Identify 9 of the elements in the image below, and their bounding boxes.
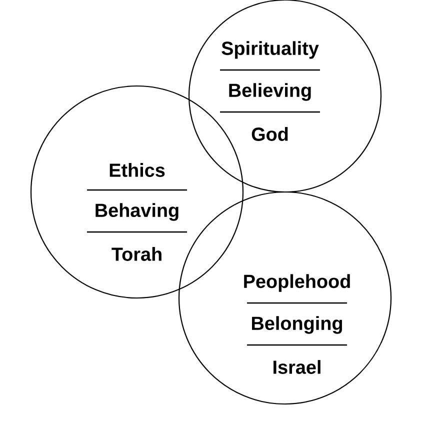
circle-label: Torah [112, 247, 162, 261]
circle-label: Ethics [110, 163, 165, 177]
circle-label: God [252, 127, 288, 141]
circle-label: Peoplehood [244, 274, 350, 292]
circle-label: Behaving [96, 203, 178, 221]
circle-label: Belonging [252, 316, 342, 334]
circle-label: Israel [274, 360, 320, 374]
circle-label: Believing [229, 83, 311, 101]
circle-label: Spirituality [222, 41, 319, 59]
